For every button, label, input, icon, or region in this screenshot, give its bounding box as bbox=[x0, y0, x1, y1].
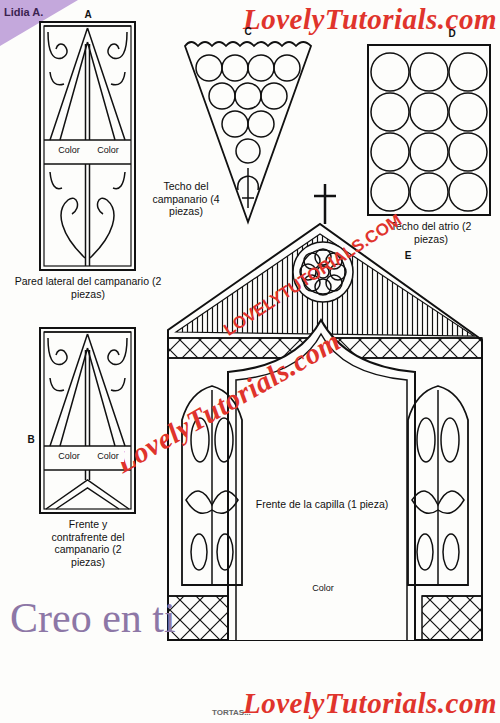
part-caption: Frente de la capilla (1 pieza) bbox=[252, 498, 392, 511]
part-letter: C bbox=[238, 26, 258, 38]
color-note: Color bbox=[92, 451, 124, 462]
part-letter: B bbox=[24, 434, 38, 446]
color-note: Color bbox=[53, 145, 85, 156]
watermark: LovelyTutorials.com bbox=[243, 686, 497, 721]
part-caption: Pared lateral del campanario (2 piezas) bbox=[8, 275, 168, 300]
part-letter: A bbox=[78, 9, 98, 21]
part-caption: Frente y contrafrente del campanario (2 … bbox=[44, 518, 132, 568]
color-note: Color bbox=[53, 451, 85, 462]
part-letter: E bbox=[398, 250, 418, 262]
part-caption: Techo del campanario (4 piezas) bbox=[148, 180, 224, 218]
color-note: Color bbox=[305, 583, 341, 594]
part-letter: D bbox=[442, 28, 462, 40]
author-credit: Lidia A. bbox=[4, 6, 64, 19]
page-heading: Creo en ti bbox=[10, 594, 176, 642]
watermark: LovelyTutorials.com bbox=[243, 2, 497, 37]
color-note: Color bbox=[92, 145, 124, 156]
